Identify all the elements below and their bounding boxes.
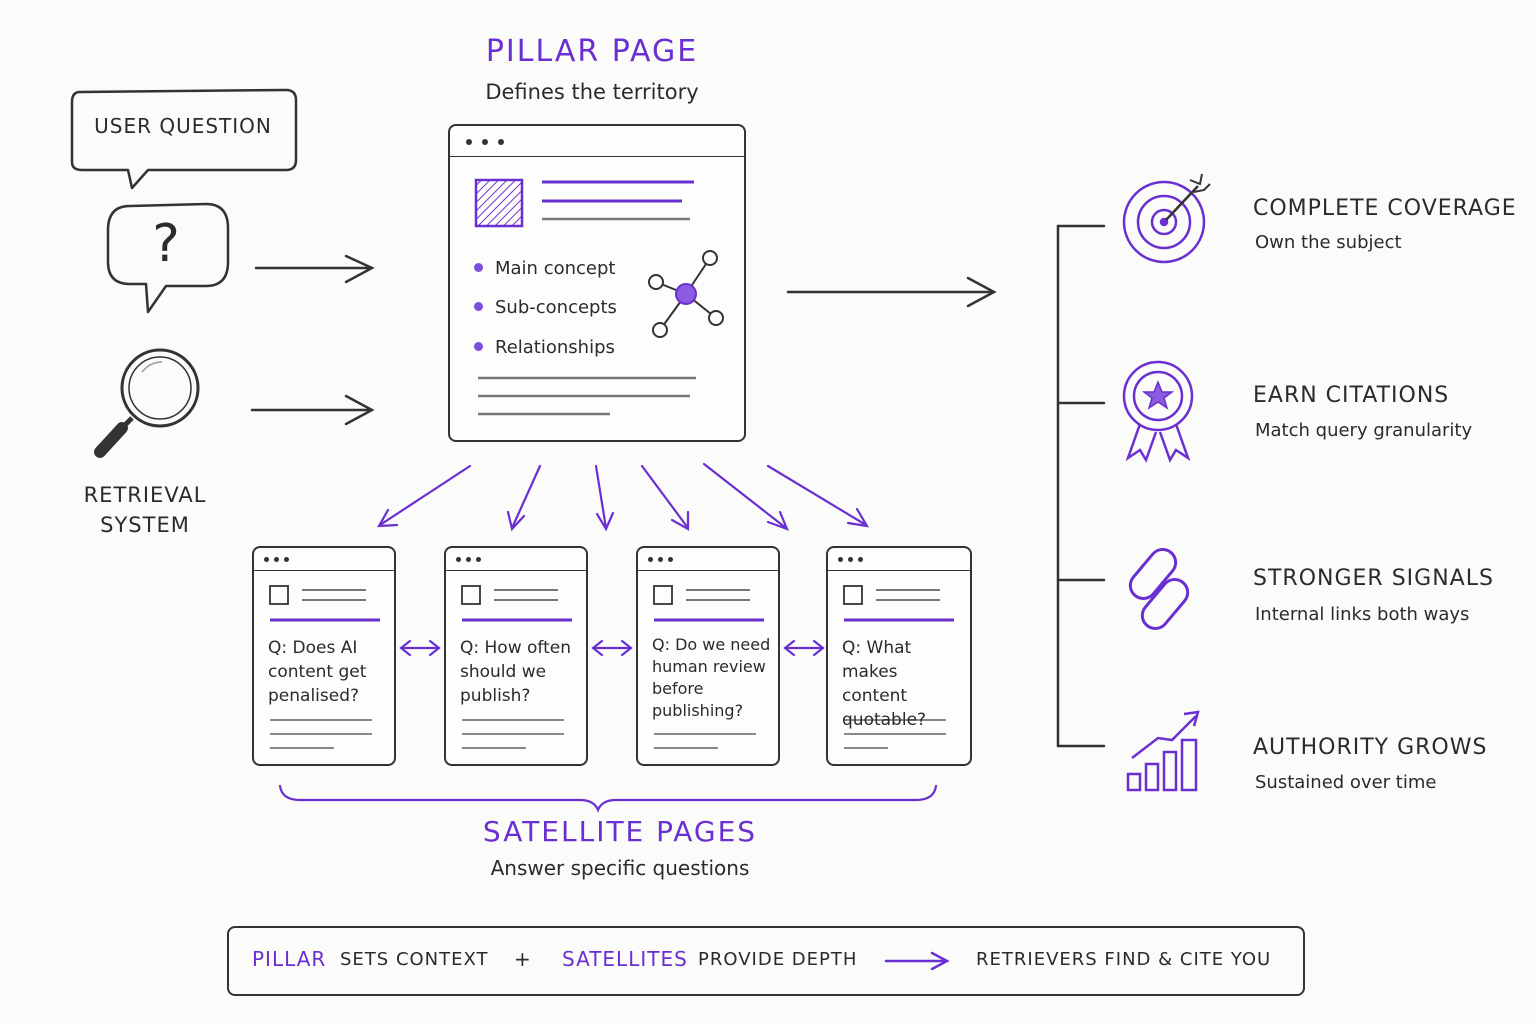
window-title-bar	[828, 570, 970, 571]
magnifier-icon	[94, 348, 200, 458]
summary-satellites-word: SATELLITES	[562, 947, 688, 971]
bullet-relationships: Relationships	[474, 337, 615, 358]
summary-satellites-rest: PROVIDE DEPTH	[698, 949, 858, 970]
award-ribbon-icon	[1122, 360, 1194, 463]
satellite-page-3: Q: Do we need human review before publis…	[636, 546, 780, 766]
satellite-page-2: Q: How often should we publish?	[444, 546, 588, 766]
window-dot	[668, 557, 673, 562]
inputs-graphics	[70, 88, 375, 458]
satellite-page-lines	[461, 585, 572, 749]
retrieval-system-label: RETRIEVAL SYSTEM	[83, 483, 207, 537]
window-dot	[838, 557, 843, 562]
pillar-title: PILLAR PAGE	[485, 34, 699, 69]
window-dot	[858, 557, 863, 562]
window-dot	[264, 557, 269, 562]
summary-arrow-icon	[884, 951, 950, 971]
benefit-title-3: STRONGER SIGNALS	[1253, 566, 1494, 591]
arrow-pillar-to-benefits	[786, 276, 997, 308]
benefit-subtitle-2: Match query granularity	[1255, 420, 1473, 441]
network-node-icon	[648, 250, 724, 338]
summary-result: RETRIEVERS FIND & CITE YOU	[976, 949, 1272, 970]
benefit-title-1: COMPLETE COVERAGE	[1253, 196, 1517, 221]
arrow-question-to-pillar	[254, 254, 375, 284]
pillar-subtitle: Defines the territory	[485, 80, 699, 104]
window-dot	[498, 139, 504, 145]
benefit-subtitle-3: Internal links both ways	[1255, 604, 1470, 625]
satellite-question-1: Q: Does AI content get penalised?	[268, 638, 367, 706]
target-icon	[1122, 173, 1211, 264]
summary-pillar-word: PILLAR	[252, 947, 327, 971]
arrow-retrieval-to-pillar	[250, 394, 375, 426]
benefit-title-4: AUTHORITY GROWS	[1253, 735, 1488, 760]
window-title-bar	[254, 570, 394, 571]
benefit-icons	[1122, 173, 1211, 792]
satellite-page-lines	[269, 585, 380, 749]
user-question-bubble	[70, 88, 298, 190]
satellite-page-1: Q: Does AI content get penalised?	[252, 546, 396, 766]
summary-pillar-rest: SETS CONTEXT	[340, 949, 489, 970]
benefit-bracket	[1056, 224, 1106, 748]
window-dot	[466, 557, 471, 562]
satellite-question-3: Q: Do we need human review before publis…	[652, 635, 771, 720]
window-dot	[466, 139, 472, 145]
window-dot	[274, 557, 279, 562]
satellite-question-2: Q: How often should we publish?	[460, 638, 571, 706]
bullet-sub-concepts: Sub-concepts	[474, 297, 617, 318]
summary-bar	[227, 926, 1305, 996]
fan-arrows	[377, 462, 870, 532]
user-question-label: USER QUESTION	[94, 114, 272, 138]
window-dot	[476, 557, 481, 562]
benefit-title-2: EARN CITATIONS	[1253, 383, 1450, 408]
window-title-bar	[450, 156, 744, 157]
window-title-bar	[446, 570, 586, 571]
bullet-main-concept: Main concept	[474, 258, 615, 279]
satellite-question-4: Q: What makes content quotable?	[842, 638, 927, 730]
satellite-page-4: Q: What makes content quotable?	[826, 546, 972, 766]
window-dot	[648, 557, 653, 562]
satellite-page-lines	[653, 585, 764, 749]
pillar-page-content	[474, 178, 724, 416]
benefit-subtitle-4: Sustained over time	[1255, 772, 1437, 793]
image-placeholder-icon	[474, 178, 524, 228]
window-dot	[482, 139, 488, 145]
pillar-page-window: Main concept Sub-concepts Relationships	[448, 124, 746, 442]
window-dot	[456, 557, 461, 562]
window-dot	[848, 557, 853, 562]
window-dot	[284, 557, 289, 562]
satellite-brace	[278, 784, 938, 813]
question-bubble-icon	[106, 202, 230, 314]
satellites-subtitle: Answer specific questions	[490, 856, 750, 880]
link-icon	[1128, 548, 1190, 630]
satellite-page-lines	[843, 585, 954, 749]
benefit-subtitle-1: Own the subject	[1255, 232, 1402, 253]
window-dot	[658, 557, 663, 562]
satellites-title: SATELLITE PAGES	[482, 815, 758, 848]
window-title-bar	[638, 570, 778, 571]
summary-plus: +	[514, 947, 532, 971]
growth-chart-icon	[1126, 710, 1200, 792]
question-mark-glyph: ?	[152, 214, 180, 274]
